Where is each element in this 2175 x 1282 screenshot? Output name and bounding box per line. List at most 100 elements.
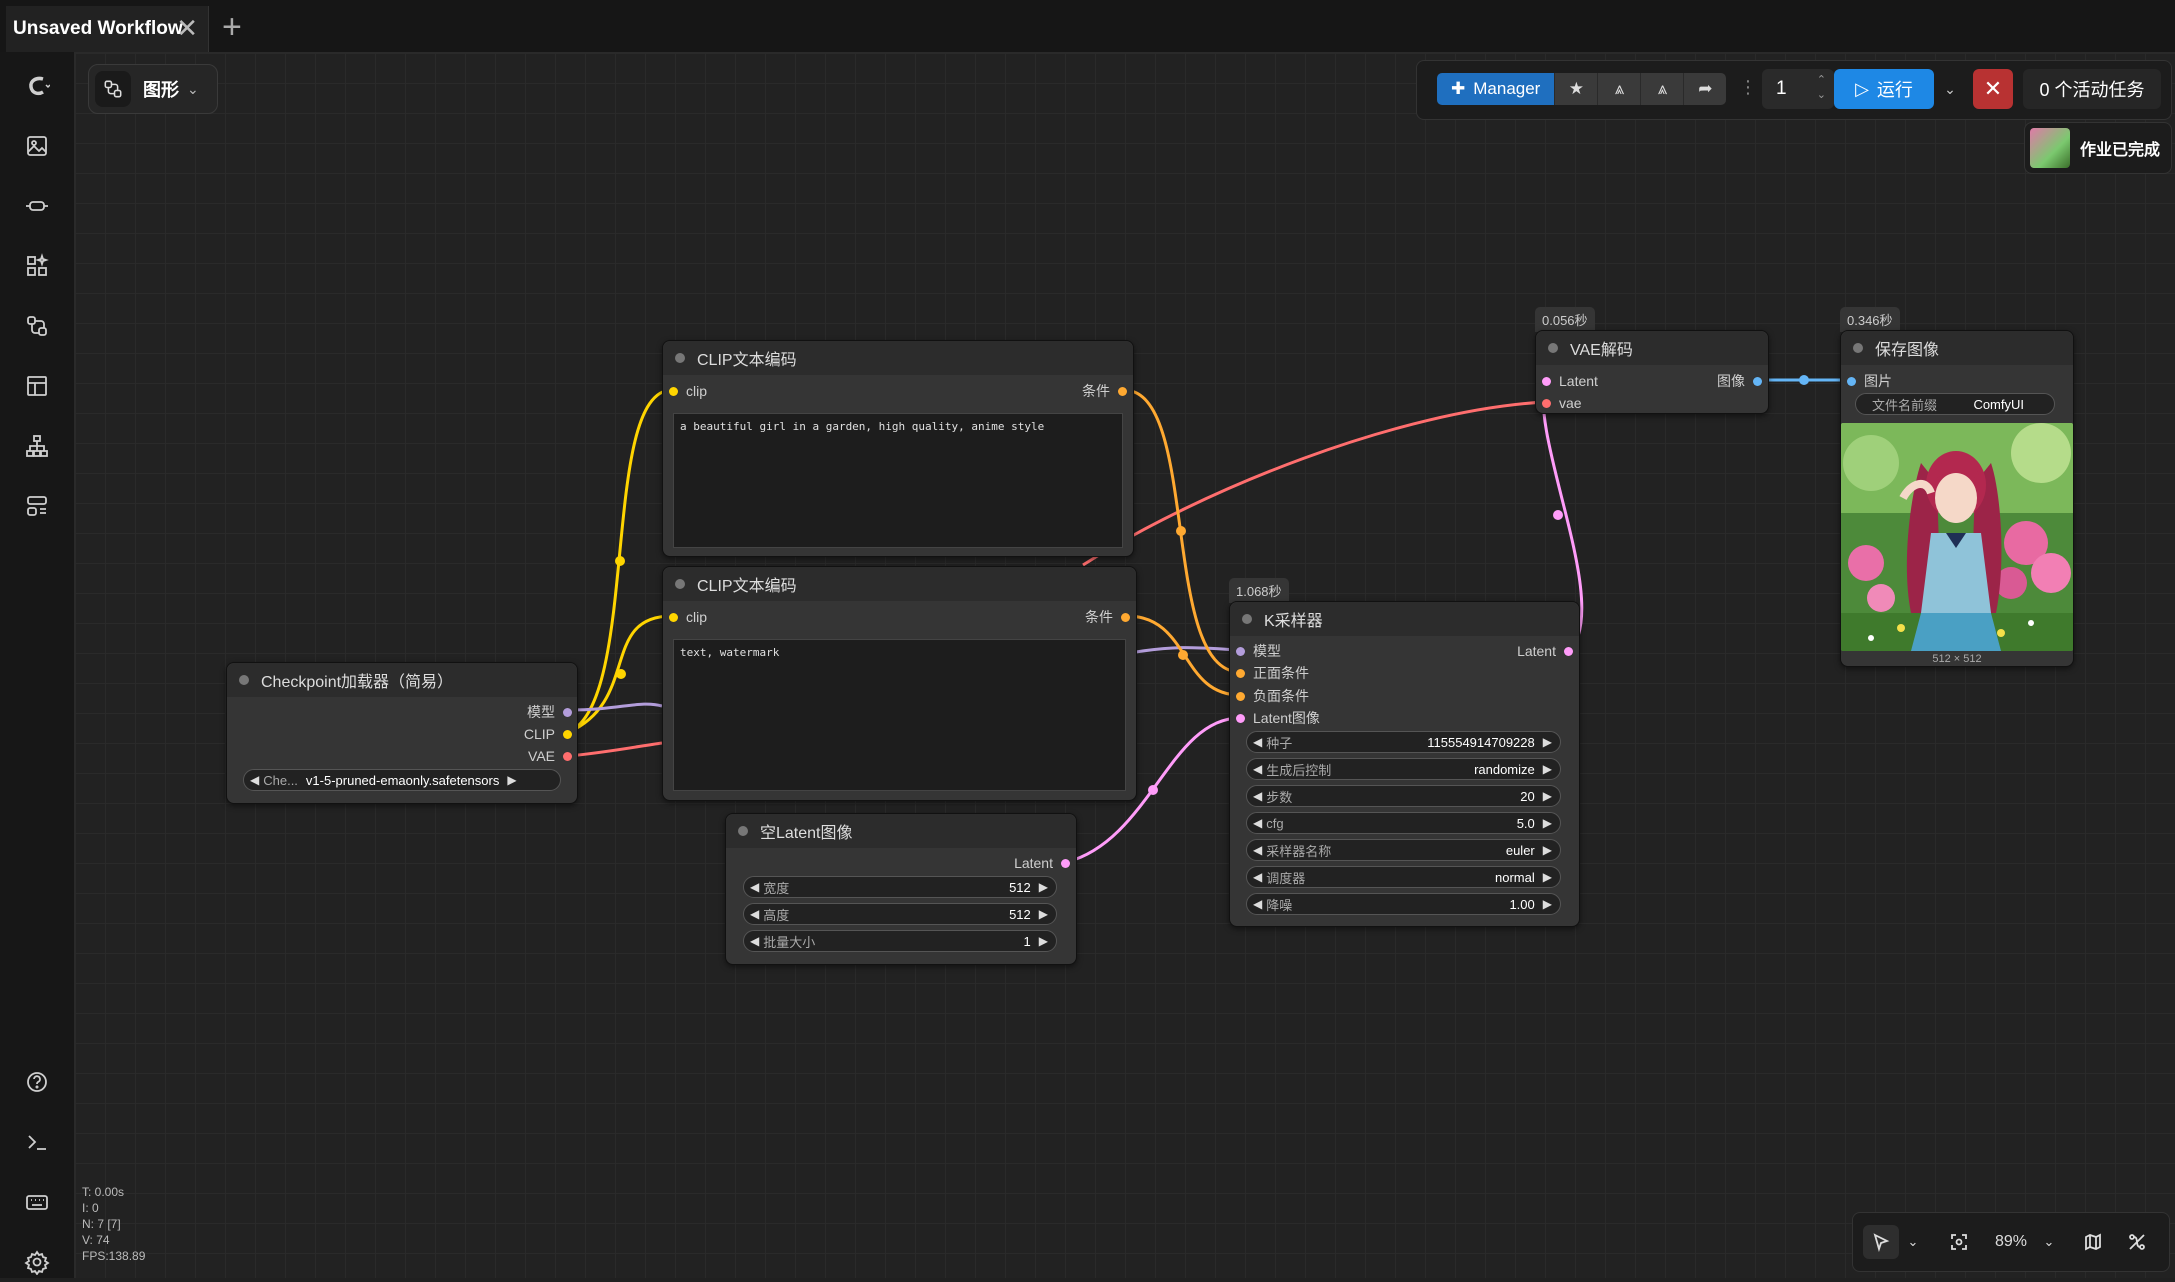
arrow-right-icon[interactable]: ▶ [1542,735,1552,749]
node-clip-text-negative[interactable]: CLIP文本编码 clip 条件 text, watermark [662,566,1137,801]
slot-dot[interactable] [1542,398,1551,408]
output-model[interactable]: 模型 [527,703,572,721]
node-vae-decode[interactable]: VAE解码 Latent vae 图像 [1535,330,1769,414]
output-conditioning[interactable]: 条件 [1082,382,1127,400]
slot-dot[interactable] [669,612,678,622]
output-vae[interactable]: VAE [528,747,572,765]
slot-dot[interactable] [1542,376,1551,386]
image-queue-icon[interactable] [17,126,57,166]
arrow-left-icon[interactable]: ◀ [1253,789,1263,803]
slot-dot[interactable] [563,729,572,739]
arrow-left-icon[interactable]: ◀ [250,773,260,787]
output-conditioning[interactable]: 条件 [1085,608,1130,626]
hide-links-icon[interactable] [2119,1225,2155,1259]
prompt-textarea[interactable]: text, watermark [673,639,1126,791]
model-library-icon[interactable] [17,246,57,286]
manager-button[interactable]: ✚ Manager [1437,73,1555,105]
scheduler-widget[interactable]: ◀ 调度器 normal ▶ [1246,866,1561,888]
slot-dot[interactable] [1236,646,1245,656]
node-header[interactable]: VAE解码 [1536,331,1768,365]
slot-dot[interactable] [563,751,572,761]
help-icon[interactable] [17,1062,57,1102]
input-images[interactable]: 图片 [1847,372,1892,390]
collapse-dot-icon[interactable] [675,353,685,363]
slot-dot[interactable] [669,386,678,396]
batch-size-widget[interactable]: ◀ 批量大小 1 ▶ [743,930,1057,952]
slot-dot[interactable] [1236,691,1245,701]
terminal-icon[interactable] [17,1122,57,1162]
star-icon[interactable]: ★ [1554,73,1598,105]
zoom-chevron-icon[interactable]: ⌄ [2043,1234,2055,1249]
job-complete-toast[interactable]: 作业已完成 [2024,122,2172,174]
node-header[interactable]: Checkpoint加载器（简易） [227,663,577,697]
node-library-icon[interactable] [17,186,57,226]
slot-dot[interactable] [1061,858,1070,868]
arrow-left-icon[interactable]: ◀ [1253,762,1263,776]
tab-unsaved-workflow[interactable]: Unsaved Workflow ✕ [6,6,209,52]
arrow-left-icon[interactable]: ◀ [1253,735,1263,749]
prompt-textarea[interactable]: a beautiful girl in a garden, high quali… [673,413,1123,548]
node-header[interactable]: CLIP文本编码 [663,341,1133,375]
new-tab-button[interactable]: + [222,8,242,46]
collapse-dot-icon[interactable] [1242,614,1252,624]
node-header[interactable]: 保存图像 [1841,331,2073,365]
slot-dot[interactable] [1121,612,1130,622]
share-icon[interactable]: ➦ [1683,73,1727,105]
graph-mode-button[interactable]: 图形 ⌄ [88,64,218,114]
node-checkpoint-loader[interactable]: Checkpoint加载器（简易） 模型 CLIP VAE ◀ Che... v… [226,662,578,804]
output-image[interactable]: 图像 [1717,372,1762,390]
node-header[interactable]: K采样器 [1230,602,1579,636]
arrow-right-icon[interactable]: ▶ [1542,762,1552,776]
workflows-icon[interactable] [17,306,57,346]
run-button[interactable]: ▷ 运行 [1834,69,1934,109]
node-header[interactable]: 空Latent图像 [726,814,1076,848]
sampler-name-widget[interactable]: ◀ 采样器名称 euler ▶ [1246,839,1561,861]
collapse-dot-icon[interactable] [1548,343,1558,353]
slot-dot[interactable] [1236,668,1245,678]
arrow-right-icon[interactable]: ▶ [1038,880,1048,894]
node-clip-text-positive[interactable]: CLIP文本编码 clip 条件 a beautiful girl in a g… [662,340,1134,557]
templates-icon[interactable] [17,366,57,406]
arrow-left-icon[interactable]: ◀ [750,880,760,894]
batch-count-input[interactable]: 1 ⌃⌄ [1762,69,1834,109]
node-save-image[interactable]: 保存图像 图片 文件名前缀 ComfyUI [1840,330,2074,667]
arrow-left-icon[interactable]: ◀ [1253,897,1263,911]
arrow-left-icon[interactable]: ◀ [1253,843,1263,857]
filename-prefix-widget[interactable]: 文件名前缀 ComfyUI [1855,393,2055,415]
steps-widget[interactable]: ◀ 步数 20 ▶ [1246,785,1561,807]
keyboard-icon[interactable] [17,1182,57,1222]
node-ksampler[interactable]: K采样器 模型 正面条件 负面条件 Latent图像 Latent ◀ 种子 1… [1229,601,1580,927]
collapse-dot-icon[interactable] [1853,343,1863,353]
input-vae[interactable]: vae [1542,394,1582,412]
slot-dot[interactable] [1118,386,1127,396]
fit-view-icon[interactable] [1941,1225,1977,1259]
model-download-icon[interactable]: ⩓ [1640,73,1684,105]
zoom-level[interactable]: 89% [1981,1225,2041,1259]
arrow-right-icon[interactable]: ▶ [1542,789,1552,803]
arrow-right-icon[interactable]: ▶ [1542,870,1552,884]
cancel-button[interactable]: ✕ [1973,69,2013,109]
input-latent-image[interactable]: Latent图像 [1236,709,1320,727]
comfy-logo-icon[interactable] [17,66,57,106]
arrow-right-icon[interactable]: ▶ [507,773,517,787]
settings-gear-icon[interactable] [17,1242,57,1282]
collapse-dot-icon[interactable] [239,675,249,685]
collapse-dot-icon[interactable] [738,826,748,836]
input-clip[interactable]: clip [669,382,707,400]
arrow-left-icon[interactable]: ◀ [1253,816,1263,830]
seed-widget[interactable]: ◀ 种子 115554914709228 ▶ [1246,731,1561,753]
input-positive[interactable]: 正面条件 [1236,664,1309,682]
output-latent[interactable]: Latent [1517,642,1573,660]
output-image-preview[interactable] [1841,423,2073,651]
arrow-right-icon[interactable]: ▶ [1542,843,1552,857]
node-header[interactable]: CLIP文本编码 [663,567,1136,601]
input-negative[interactable]: 负面条件 [1236,687,1309,705]
slot-dot[interactable] [1564,646,1573,656]
arrow-right-icon[interactable]: ▶ [1038,907,1048,921]
height-widget[interactable]: ◀ 高度 512 ▶ [743,903,1057,925]
slot-dot[interactable] [1847,376,1856,386]
arrow-left-icon[interactable]: ◀ [750,934,760,948]
layout-icon[interactable] [17,486,57,526]
model-search-icon[interactable]: ⩓ [1597,73,1641,105]
input-samples[interactable]: Latent [1542,372,1598,390]
